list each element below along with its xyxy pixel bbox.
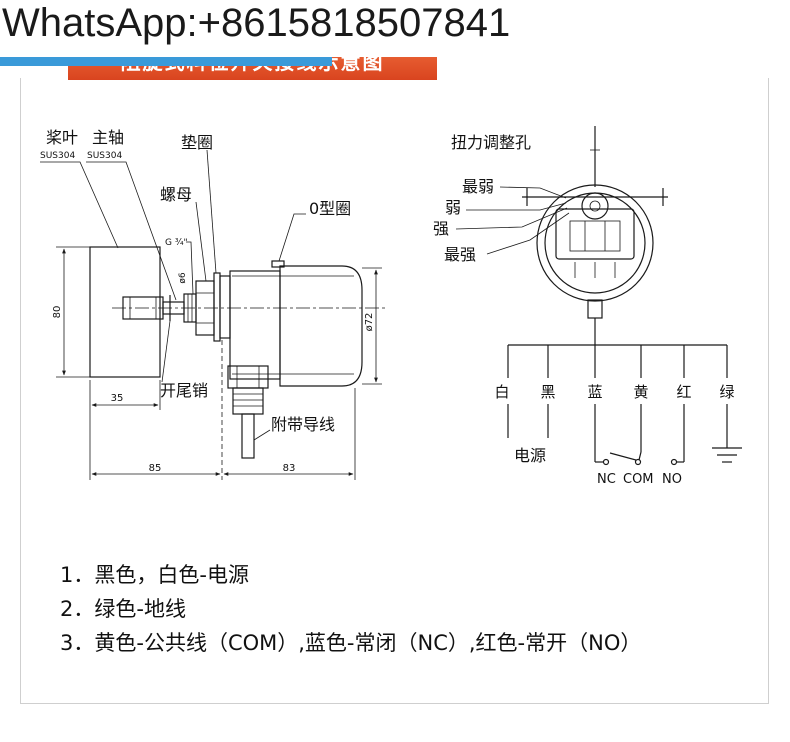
note-ground: 2．绿色-地线 [60,597,186,621]
leader-cable [253,429,271,441]
blue-accent-bar [0,57,332,66]
cable-gland-nut [227,365,269,389]
cable [241,413,255,459]
whatsapp-watermark: WhatsApp:+8615818507841 [2,1,511,45]
housing-lid [279,265,363,387]
wire-label-green: 绿 [719,383,734,401]
contact-nc [602,458,610,466]
housing-outer-circle [536,184,654,302]
leader-weak [466,202,567,211]
level-weakest-label: 最弱 [462,177,494,196]
com-link [638,451,642,461]
paddle-label: 桨叶 [46,128,78,147]
contact-com [634,458,642,466]
note-power: 1．黑色，白色-电源 [60,563,249,587]
leader-oring [278,213,306,262]
level-weak-label: 弱 [445,198,461,217]
wire-label-red: 红 [676,383,691,401]
dim-front-len-text: 85 [149,463,162,474]
torque-hole-label: 扭力调整孔 [451,133,531,152]
contact-no [670,458,678,466]
dim-body-dia-text: ø72 [364,313,375,332]
dim-body-len-text: 83 [283,463,296,474]
leader-thread [186,241,194,295]
wire-label-white: 白 [494,383,509,401]
wiring-notes: 1．黑色，白色-电源 2．绿色-地线 3．黄色-公共线（COM）,蓝色-常闭（N… [60,558,760,660]
wiring-drawing: 白 黑 蓝 黄 红 绿 电源 NC COM NO 扭力调整孔 最弱 弱 强 最强 [433,126,742,487]
dim-height-text: 80 [52,306,63,319]
switch-blade [609,452,637,461]
level-strong-label: 强 [433,219,449,238]
o-ring [271,260,285,268]
wire-label-blue: 蓝 [587,383,602,401]
torque-gear [581,192,609,220]
contact-label-nc: NC [597,472,616,487]
micro-switch-inner [569,220,621,252]
torque-gear-hub [589,200,601,212]
oring-label: 0型圈 [309,199,351,218]
cable-gland-thread [232,387,264,415]
note-contacts: 3．黄色-公共线（COM）,蓝色-常闭（NC）,红色-常开（NO） [60,631,642,655]
dim-paddle-len-text: 35 [111,393,124,404]
paddle [89,246,161,378]
power-label: 电源 [514,446,546,465]
thread-label: G ¾" [165,238,188,248]
nut-label: 螺母 [160,185,192,204]
leader-pin [161,320,171,383]
shaft-material: SUS304 [87,151,122,161]
shaft-label: 主轴 [92,128,124,147]
leader-strong [455,207,568,230]
housing-neck [587,299,603,319]
cable-label: 附带导线 [271,415,335,434]
mount-flange [219,275,231,339]
shaft-dia-label: ø6 [178,272,188,284]
leader-strongest [486,212,570,255]
contact-label-no: NO [662,472,682,487]
housing-base [229,270,281,380]
leader-paddle [40,161,119,249]
washer [213,272,221,342]
paddle-material: SUS304 [40,151,75,161]
watermark-band [0,40,790,57]
level-strongest-label: 最强 [444,245,476,264]
contact-label-com: COM [623,472,654,487]
leader-nut [195,201,207,282]
pin-label: 开尾销 [160,381,208,400]
leader-shaft [86,161,177,301]
washer-label: 垫圈 [181,133,213,152]
wire-label-yellow: 黄 [633,383,648,401]
leader-weakest [499,186,567,199]
micro-switch [555,208,635,260]
content-frame [20,78,769,704]
mechanical-drawing: 80 ø72 35 85 83 桨叶 主轴 SUS304 SUS304 垫圈 螺… [40,128,388,480]
wire-label-black: 黑 [540,383,555,401]
leader-washer [206,149,217,274]
